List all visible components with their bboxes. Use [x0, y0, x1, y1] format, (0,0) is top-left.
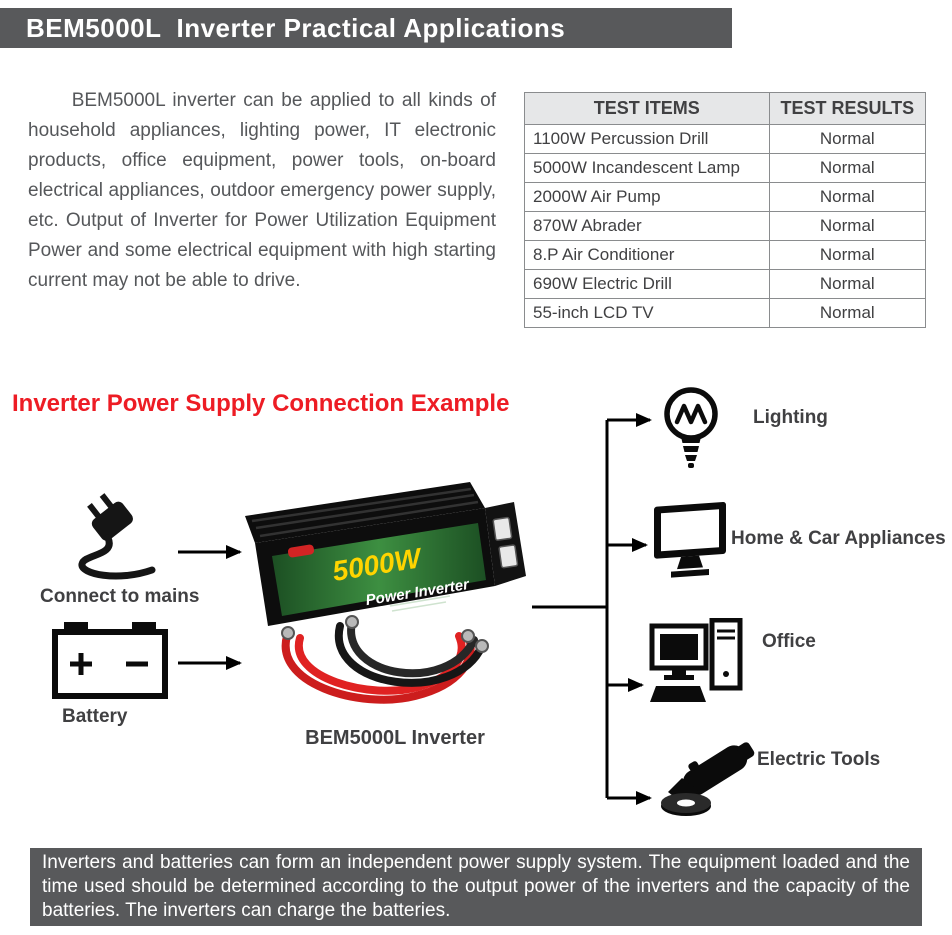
light-bulb-icon [664, 387, 718, 468]
test-item: 690W Electric Drill [524, 269, 770, 299]
inverter-image: 5000W Power Inverter [245, 482, 526, 704]
test-result: Normal [768, 211, 927, 241]
black-cable [334, 622, 486, 687]
test-results-table: TEST ITEMS TEST RESULTS 1100W Percussion… [524, 92, 927, 328]
tv-icon [654, 501, 726, 578]
battery-icon [52, 622, 168, 699]
ac-outlet [492, 516, 513, 541]
test-result: Normal [768, 182, 927, 212]
test-result: Normal [768, 269, 927, 299]
test-item: 55-inch LCD TV [524, 298, 770, 328]
test-result: Normal [768, 240, 927, 270]
angle-grinder-icon [661, 742, 755, 816]
lighting-label: Lighting [753, 407, 828, 428]
test-result: Normal [768, 298, 927, 328]
electric-tools-label: Electric Tools [757, 749, 881, 770]
test-item: 1100W Percussion Drill [524, 124, 770, 154]
page-title: BEM5000L Inverter Practical Applications [26, 12, 566, 43]
test-item: 870W Abrader [524, 211, 770, 241]
home-appliances-label: Home & Car Appliances [731, 528, 946, 549]
test-item: 5000W Incandescent Lamp [524, 153, 770, 183]
diagram-title: Inverter Power Supply Connection Example [12, 390, 510, 417]
desktop-computer-icon [649, 618, 743, 702]
connection-lines [178, 413, 652, 805]
col-header-test-results: TEST RESULTS [768, 92, 927, 125]
test-item: 2000W Air Pump [524, 182, 770, 212]
intro-paragraph: BEM5000L inverter can be applied to all … [28, 90, 496, 291]
plug-icon [78, 493, 156, 580]
connect-to-mains-label: Connect to mains [40, 586, 200, 607]
test-item: 8.P Air Conditioner [524, 240, 770, 270]
inverter-caption: BEM5000L Inverter [305, 727, 485, 749]
black-cable [347, 618, 478, 678]
table-header-row: TEST ITEMS TEST RESULTS [524, 92, 927, 125]
test-result: Normal [768, 124, 927, 154]
page-title-banner: BEM5000L Inverter Practical Applications [0, 8, 732, 48]
office-label: Office [762, 631, 816, 652]
battery-label: Battery [62, 706, 128, 727]
brand-logo [287, 544, 315, 558]
ac-outlet [498, 544, 519, 569]
footer-note: Inverters and batteries can form an inde… [30, 848, 922, 926]
col-header-test-items: TEST ITEMS [524, 92, 770, 125]
test-results-table-wrap: TEST ITEMS TEST RESULTS 1100W Percussion… [524, 92, 927, 328]
test-result: Normal [768, 153, 927, 183]
